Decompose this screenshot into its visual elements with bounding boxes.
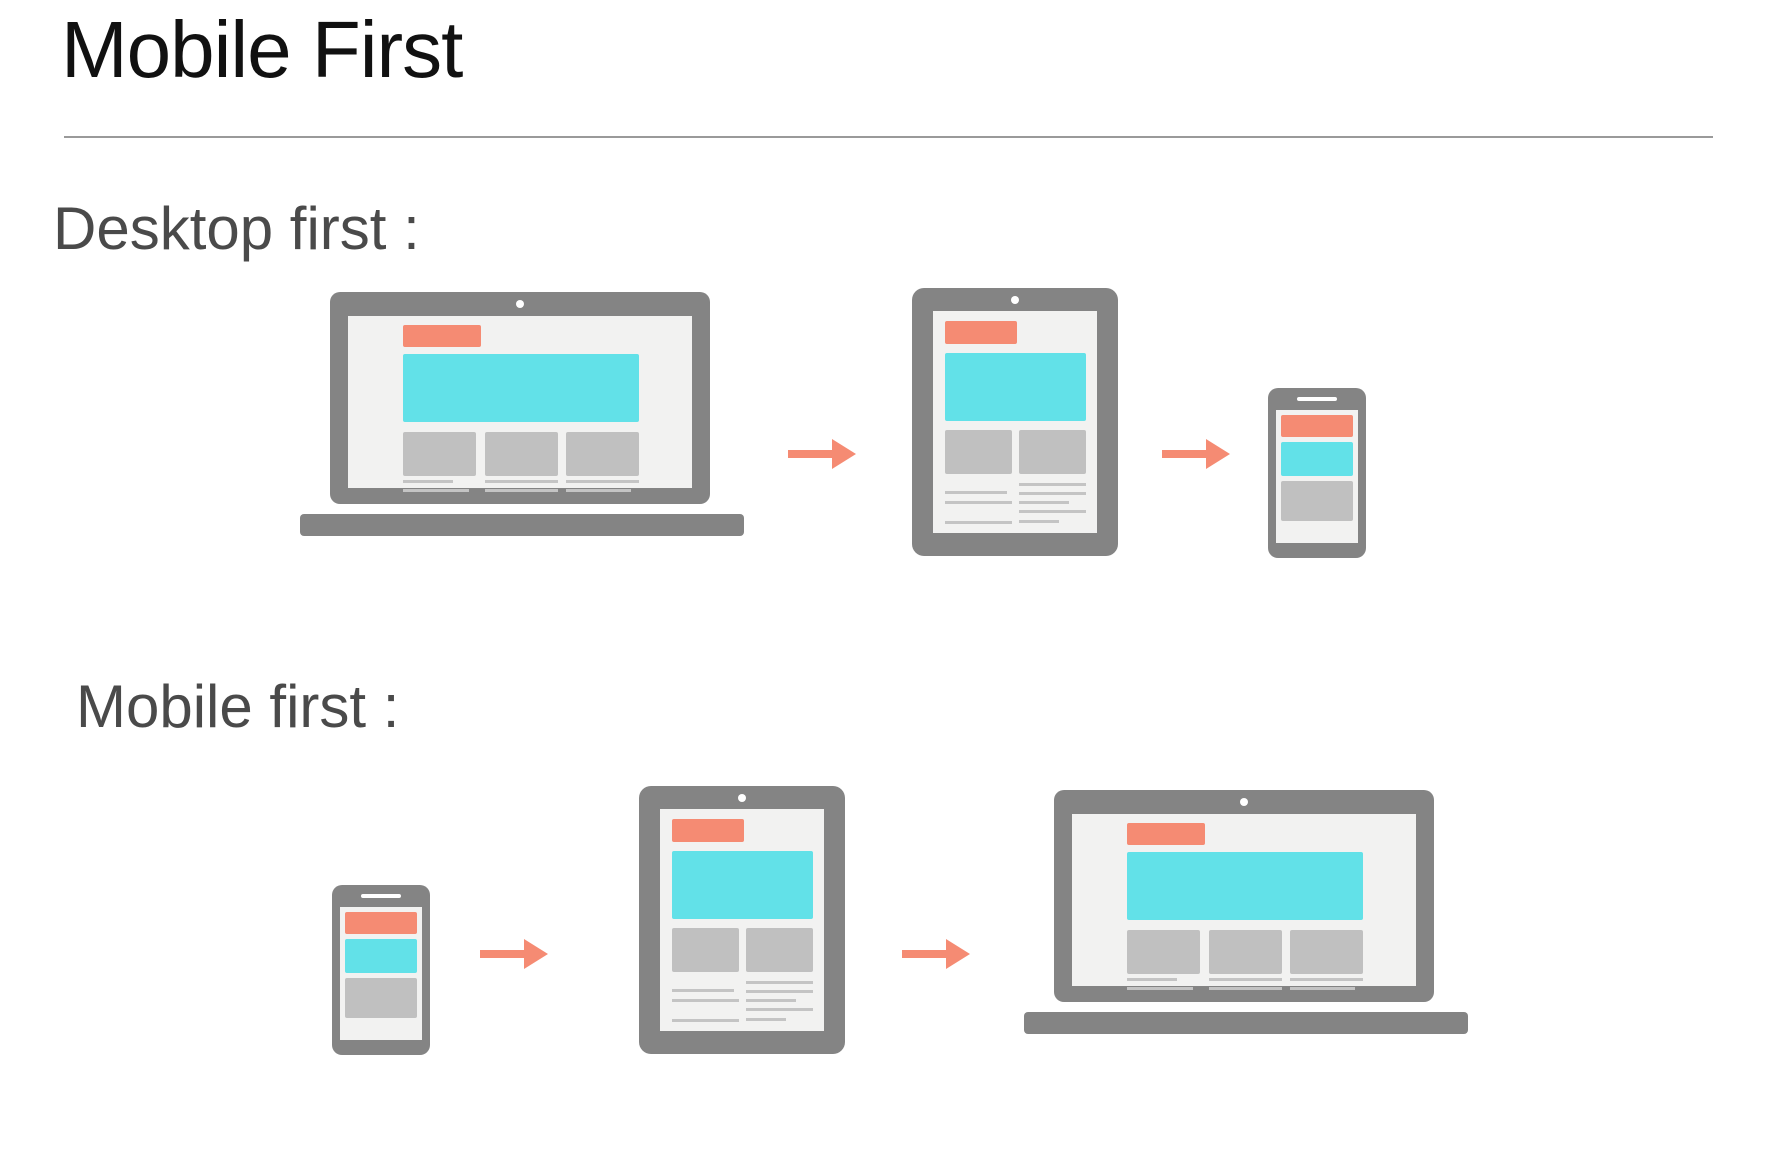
tablet-icon <box>912 288 1118 556</box>
laptop-icon <box>1024 788 1468 1034</box>
arrow-right-icon <box>788 439 856 469</box>
laptop-icon <box>300 290 744 536</box>
arrow-right-icon <box>902 939 970 969</box>
title-divider <box>64 136 1713 138</box>
arrow-right-icon <box>480 939 548 969</box>
desktop-first-row <box>300 288 1366 558</box>
phone-icon <box>1268 388 1366 558</box>
mobile-first-row <box>332 786 1468 1055</box>
phone-icon <box>332 885 430 1055</box>
tablet-icon <box>639 786 845 1054</box>
arrow-right-icon <box>1162 439 1230 469</box>
desktop-first-label: Desktop first : <box>53 195 420 262</box>
page-title: Mobile First <box>61 5 463 94</box>
mobile-first-label: Mobile first : <box>76 673 400 740</box>
